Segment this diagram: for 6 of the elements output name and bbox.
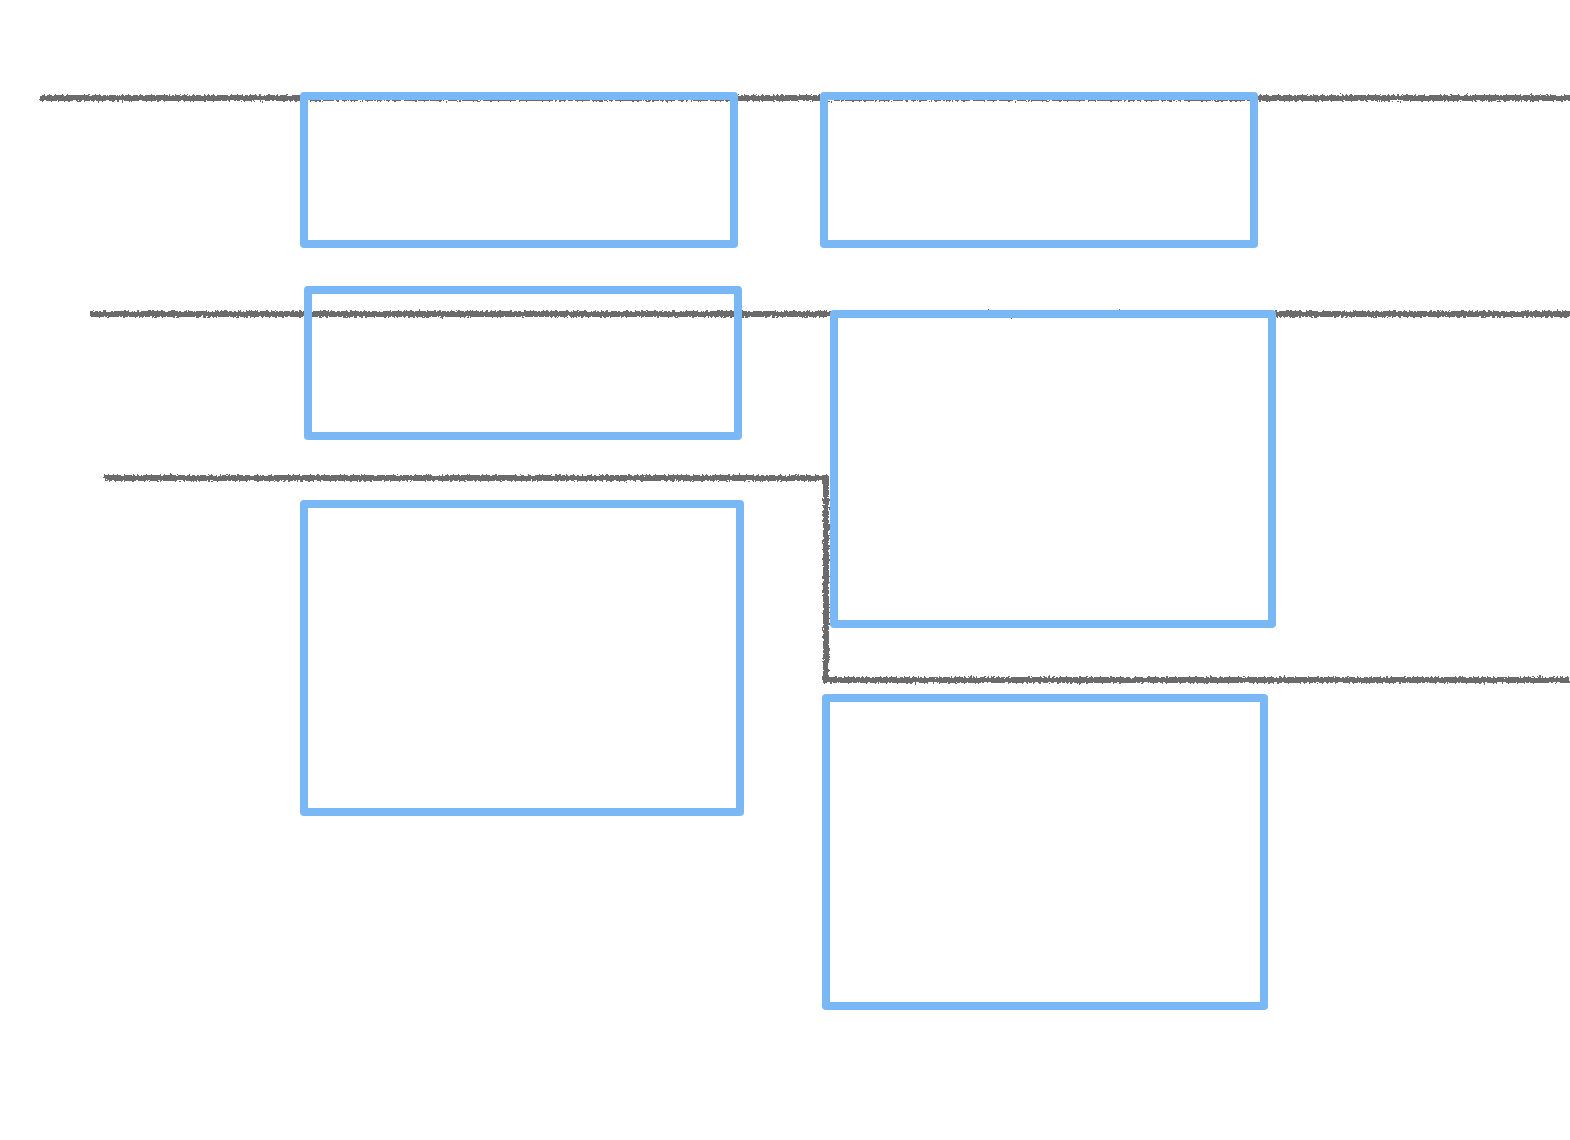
empty-box [300, 92, 738, 248]
empty-box [304, 286, 742, 440]
empty-box [830, 310, 1276, 628]
empty-box [300, 500, 744, 816]
empty-box [820, 92, 1258, 248]
empty-box [822, 694, 1268, 1010]
